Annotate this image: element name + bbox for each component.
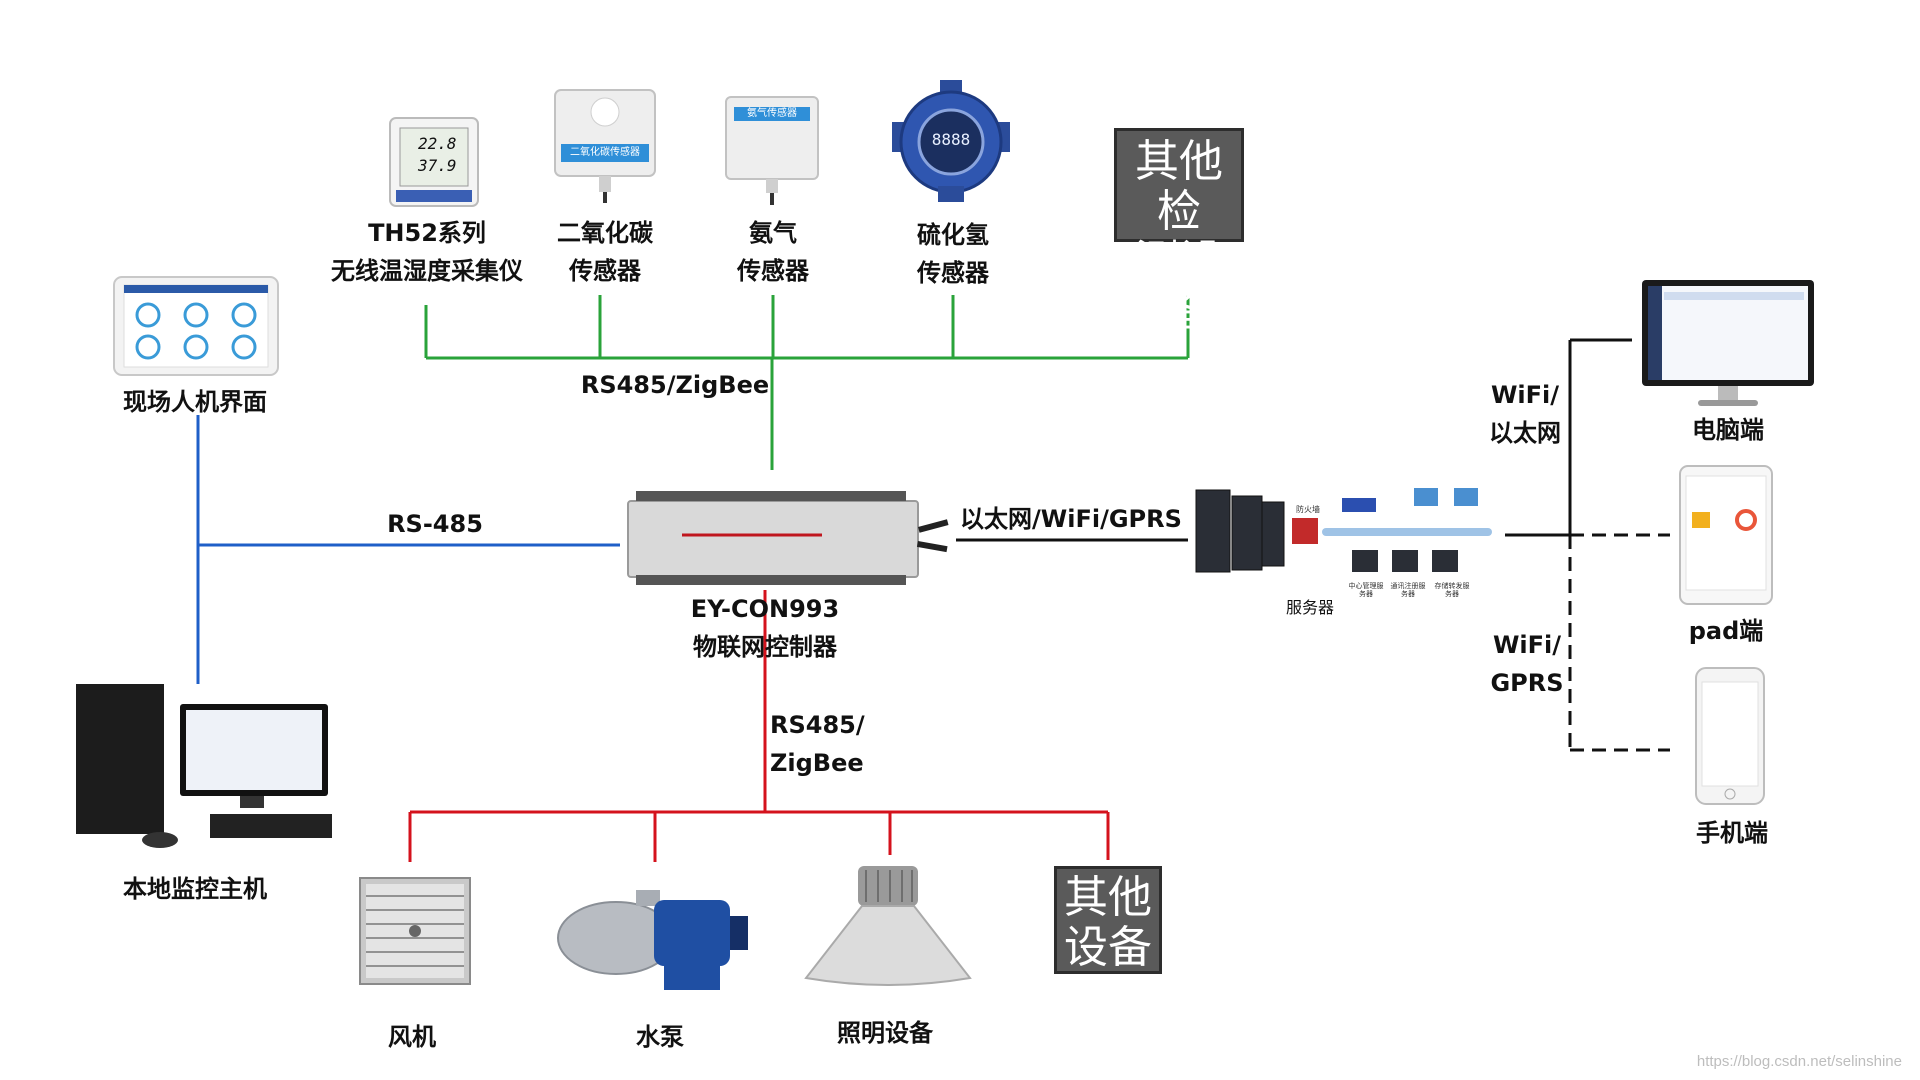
phone-label: 手机端 [1696,819,1768,847]
server-sub-3: 存储转发服务器 [1434,582,1470,598]
local-host-label: 本地监控主机 [123,875,267,903]
pad-device [1678,464,1774,606]
th52-device: 22.8 37.9 [388,116,480,208]
bus-bottom-label: RS485/ ZigBee [770,711,865,777]
th52-label: TH52系列 无线温湿度采集仪 [331,219,523,285]
bus-top-label: RS485/ZigBee [580,371,770,399]
server-sub-1: 中心管理服务器 [1348,582,1384,598]
wifi-gprs-label: WiFi/ GPRS [1490,631,1564,697]
rs485-label: RS-485 [387,510,483,538]
pc-label: 电脑端 [1692,416,1764,444]
fan-label: 风机 [388,1023,436,1051]
nh3-tag: 氨气传感器 [747,108,797,119]
th52-humidity: 37.9 [418,156,457,175]
firewall-icon [1292,518,1318,544]
watermark: https://blog.csdn.net/selinshine [1696,1053,1902,1070]
pump-device [554,880,750,992]
th52-temp: 22.8 [418,134,457,153]
fan-device [358,876,472,986]
blue-rs485-line [196,415,620,684]
iot-controller [622,487,956,587]
server-sub-2: 通讯注册服务器 [1390,582,1426,598]
pc-monitor [1640,278,1816,410]
hmi-panel [112,275,280,377]
phone-device [1694,666,1766,806]
uplink-label: 以太网/WiFi/GPRS [960,505,1182,533]
local-host-computer [70,678,332,850]
co2-label: 二氧化碳 传感器 [557,219,653,285]
red-bus [408,590,1110,862]
uplink-line [956,338,1632,542]
green-bus [424,295,1190,470]
pad-label: pad端 [1688,617,1764,645]
co2-sensor: 二氧化碳传感器 [553,88,657,203]
pump-label: 水泵 [636,1023,684,1051]
co2-tag: 二氧化碳传感器 [570,147,640,158]
h2s-label: 硫化氢 传感器 [917,221,989,287]
hmi-label: 现场人机界面 [123,388,267,416]
server-cluster [1192,480,1492,580]
light-device [802,860,974,990]
wifi-eth-label: WiFi/ 以太网 [1489,381,1561,447]
wireless-dashed-line [1568,533,1670,752]
server-label: 服务器 [1286,598,1335,617]
other-devices-box: 其他 设备 [1054,866,1162,974]
other-detect-box: 其他检 测设备 [1114,128,1244,337]
nh3-sensor: 氨气传感器 [724,95,820,205]
controller-label: EY-CON993 物联网控制器 [690,595,840,661]
h2s-display: 8888 [931,130,971,149]
firewall-label: 防火墙 [1296,505,1320,514]
light-label: 照明设备 [837,1019,933,1047]
nh3-label: 氨气 传感器 [737,219,809,285]
h2s-sensor: 8888 [888,78,1014,204]
